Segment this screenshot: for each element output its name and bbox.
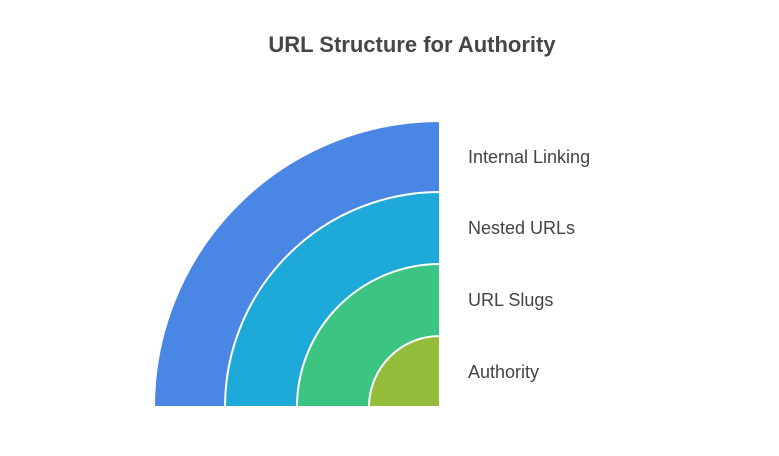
layer-authority [367, 334, 441, 408]
label-nested-urls: Nested URLs [468, 218, 576, 238]
diagram-title: URL Structure for Authority [268, 32, 556, 57]
label-authority: Authority [468, 362, 540, 382]
label-url-slugs: URL Slugs [468, 290, 554, 310]
label-internal-linking: Internal Linking [468, 147, 591, 167]
